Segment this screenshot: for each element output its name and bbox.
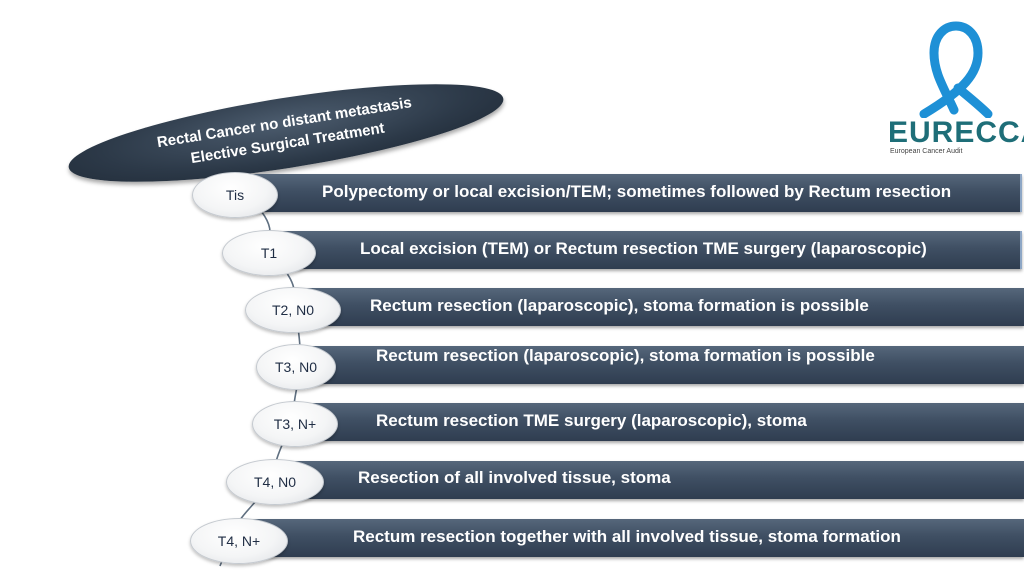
treatment-bar-t3-nplus: Rectum resection TME surgery (laparoscop…: [296, 403, 1024, 441]
stage-oval-t4-n0: T4, N0: [226, 459, 324, 505]
eurecca-logo: EURECCA European Cancer Audit: [884, 18, 1024, 160]
stage-label: T4, N0: [253, 474, 296, 490]
stage-label: T3, N+: [273, 416, 317, 432]
treatment-bar-t3-n0: Rectum resection (laparoscopic), stoma f…: [300, 346, 1024, 384]
treatment-bar-t4-n0: Resection of all involved tissue, stoma: [272, 461, 1024, 499]
treatment-bar-t2-n0: Rectum resection (laparoscopic), stoma f…: [296, 288, 1024, 326]
stage-label: T2, N0: [271, 302, 314, 318]
treatment-bar-t1: Local excision (TEM) or Rectum resection…: [270, 231, 1022, 269]
logo-subtitle: European Cancer Audit: [890, 148, 963, 155]
logo-wordmark: EURECCA: [888, 116, 1024, 149]
stage-oval-tis: Tis: [192, 172, 278, 218]
stage-label: T1: [260, 245, 278, 261]
treatment-text: Polypectomy or local excision/TEM; somet…: [322, 182, 952, 201]
stage-label: Tis: [225, 187, 245, 203]
stage-oval-t3-n0: T3, N0: [256, 344, 336, 390]
treatment-bar-t4-nplus: Rectum resection together with all invol…: [240, 519, 1024, 557]
stage-oval-t1: T1: [222, 230, 316, 276]
stage-oval-t3-nplus: T3, N+: [252, 401, 338, 447]
treatment-text: Rectum resection TME surgery (laparoscop…: [376, 411, 807, 430]
stage-label: T3, N0: [274, 359, 317, 375]
treatment-bar-tis: Polypectomy or local excision/TEM; somet…: [236, 174, 1022, 212]
stage-oval-t2-n0: T2, N0: [245, 287, 341, 333]
stage-label: T4, N+: [217, 533, 261, 549]
treatment-text: Rectum resection (laparoscopic), stoma f…: [370, 296, 869, 315]
treatment-text: Rectum resection together with all invol…: [353, 527, 901, 546]
treatment-text: Resection of all involved tissue, stoma: [358, 468, 671, 487]
treatment-text: Local excision (TEM) or Rectum resection…: [360, 239, 927, 258]
stage-oval-t4-nplus: T4, N+: [190, 518, 288, 564]
treatment-text: Rectum resection (laparoscopic), stoma f…: [376, 346, 875, 365]
awareness-ribbon-icon: [919, 21, 993, 118]
